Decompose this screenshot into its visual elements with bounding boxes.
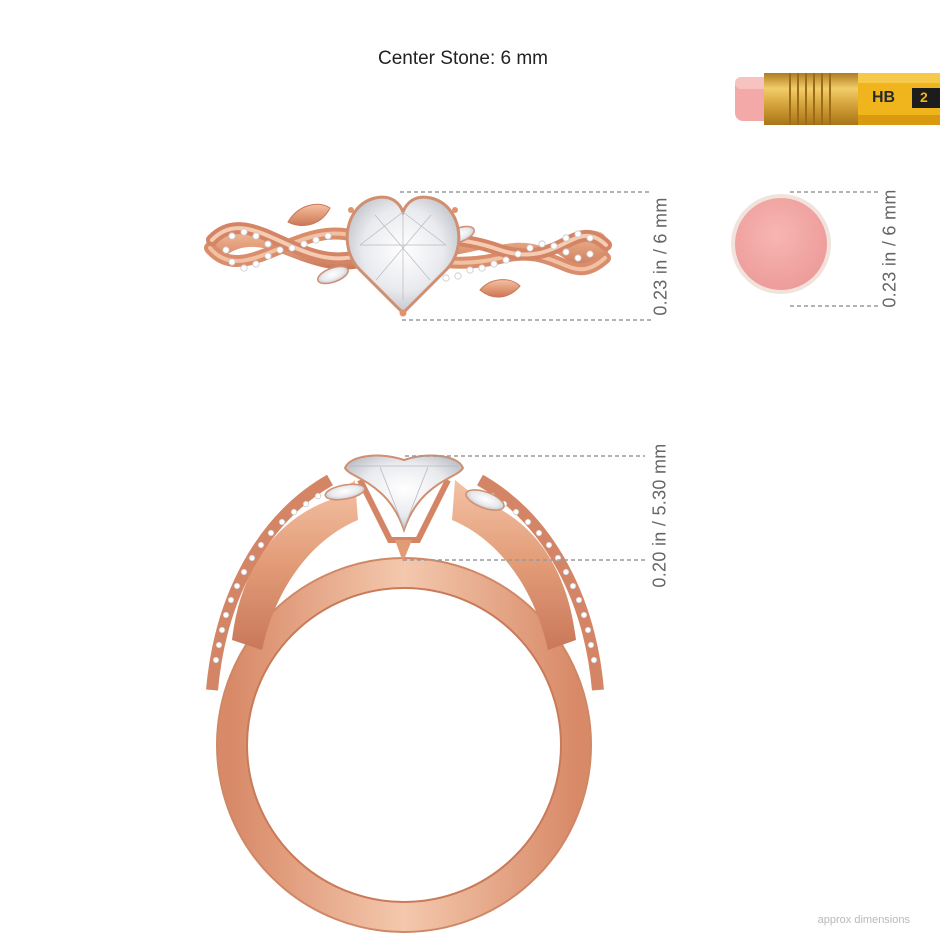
- ring-side-view: [206, 454, 604, 933]
- eraser-icon: [731, 194, 831, 294]
- approx-dimensions-note: approx dimensions: [817, 914, 910, 926]
- dimension-guides-eraser: [790, 191, 878, 307]
- eraser-dimension-label: 0.23 in / 6 mm: [879, 189, 900, 308]
- ring-top-view: [204, 195, 612, 317]
- side-view-dimension-label: 0.20 in / 5.30 mm: [649, 443, 670, 588]
- top-view-dimension-label: 0.23 in / 6 mm: [650, 197, 671, 316]
- dimension-guides-top: [400, 191, 652, 321]
- pencil-icon: [735, 73, 940, 125]
- page-title: Center Stone: 6 mm: [377, 48, 549, 69]
- dimension-guides-side: [403, 455, 645, 561]
- pencil-number-label: 2: [920, 89, 928, 105]
- pencil-grade-label: HB: [872, 89, 896, 106]
